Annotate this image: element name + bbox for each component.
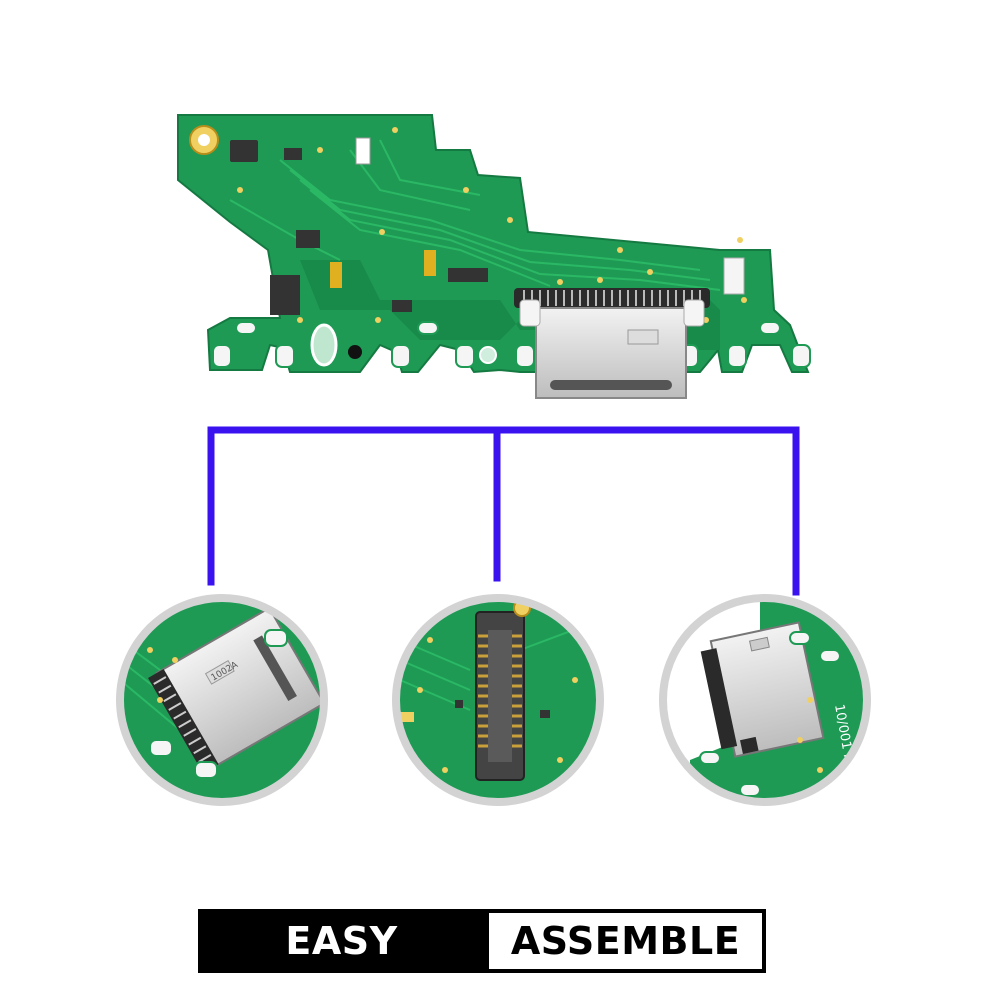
detail-view-right: 10/001 HCS7110: [659, 594, 871, 806]
callout-lines: [207, 426, 800, 596]
banner-label-assemble: ASSEMBLE: [485, 909, 766, 973]
detail-view-middle: [392, 594, 604, 806]
detail-view-left: 1002A: [116, 594, 328, 806]
easy-assemble-banner: EASY ASSEMBLE: [198, 909, 766, 973]
main-pcb-board: [177, 114, 811, 399]
banner-label-easy: EASY: [198, 909, 485, 973]
